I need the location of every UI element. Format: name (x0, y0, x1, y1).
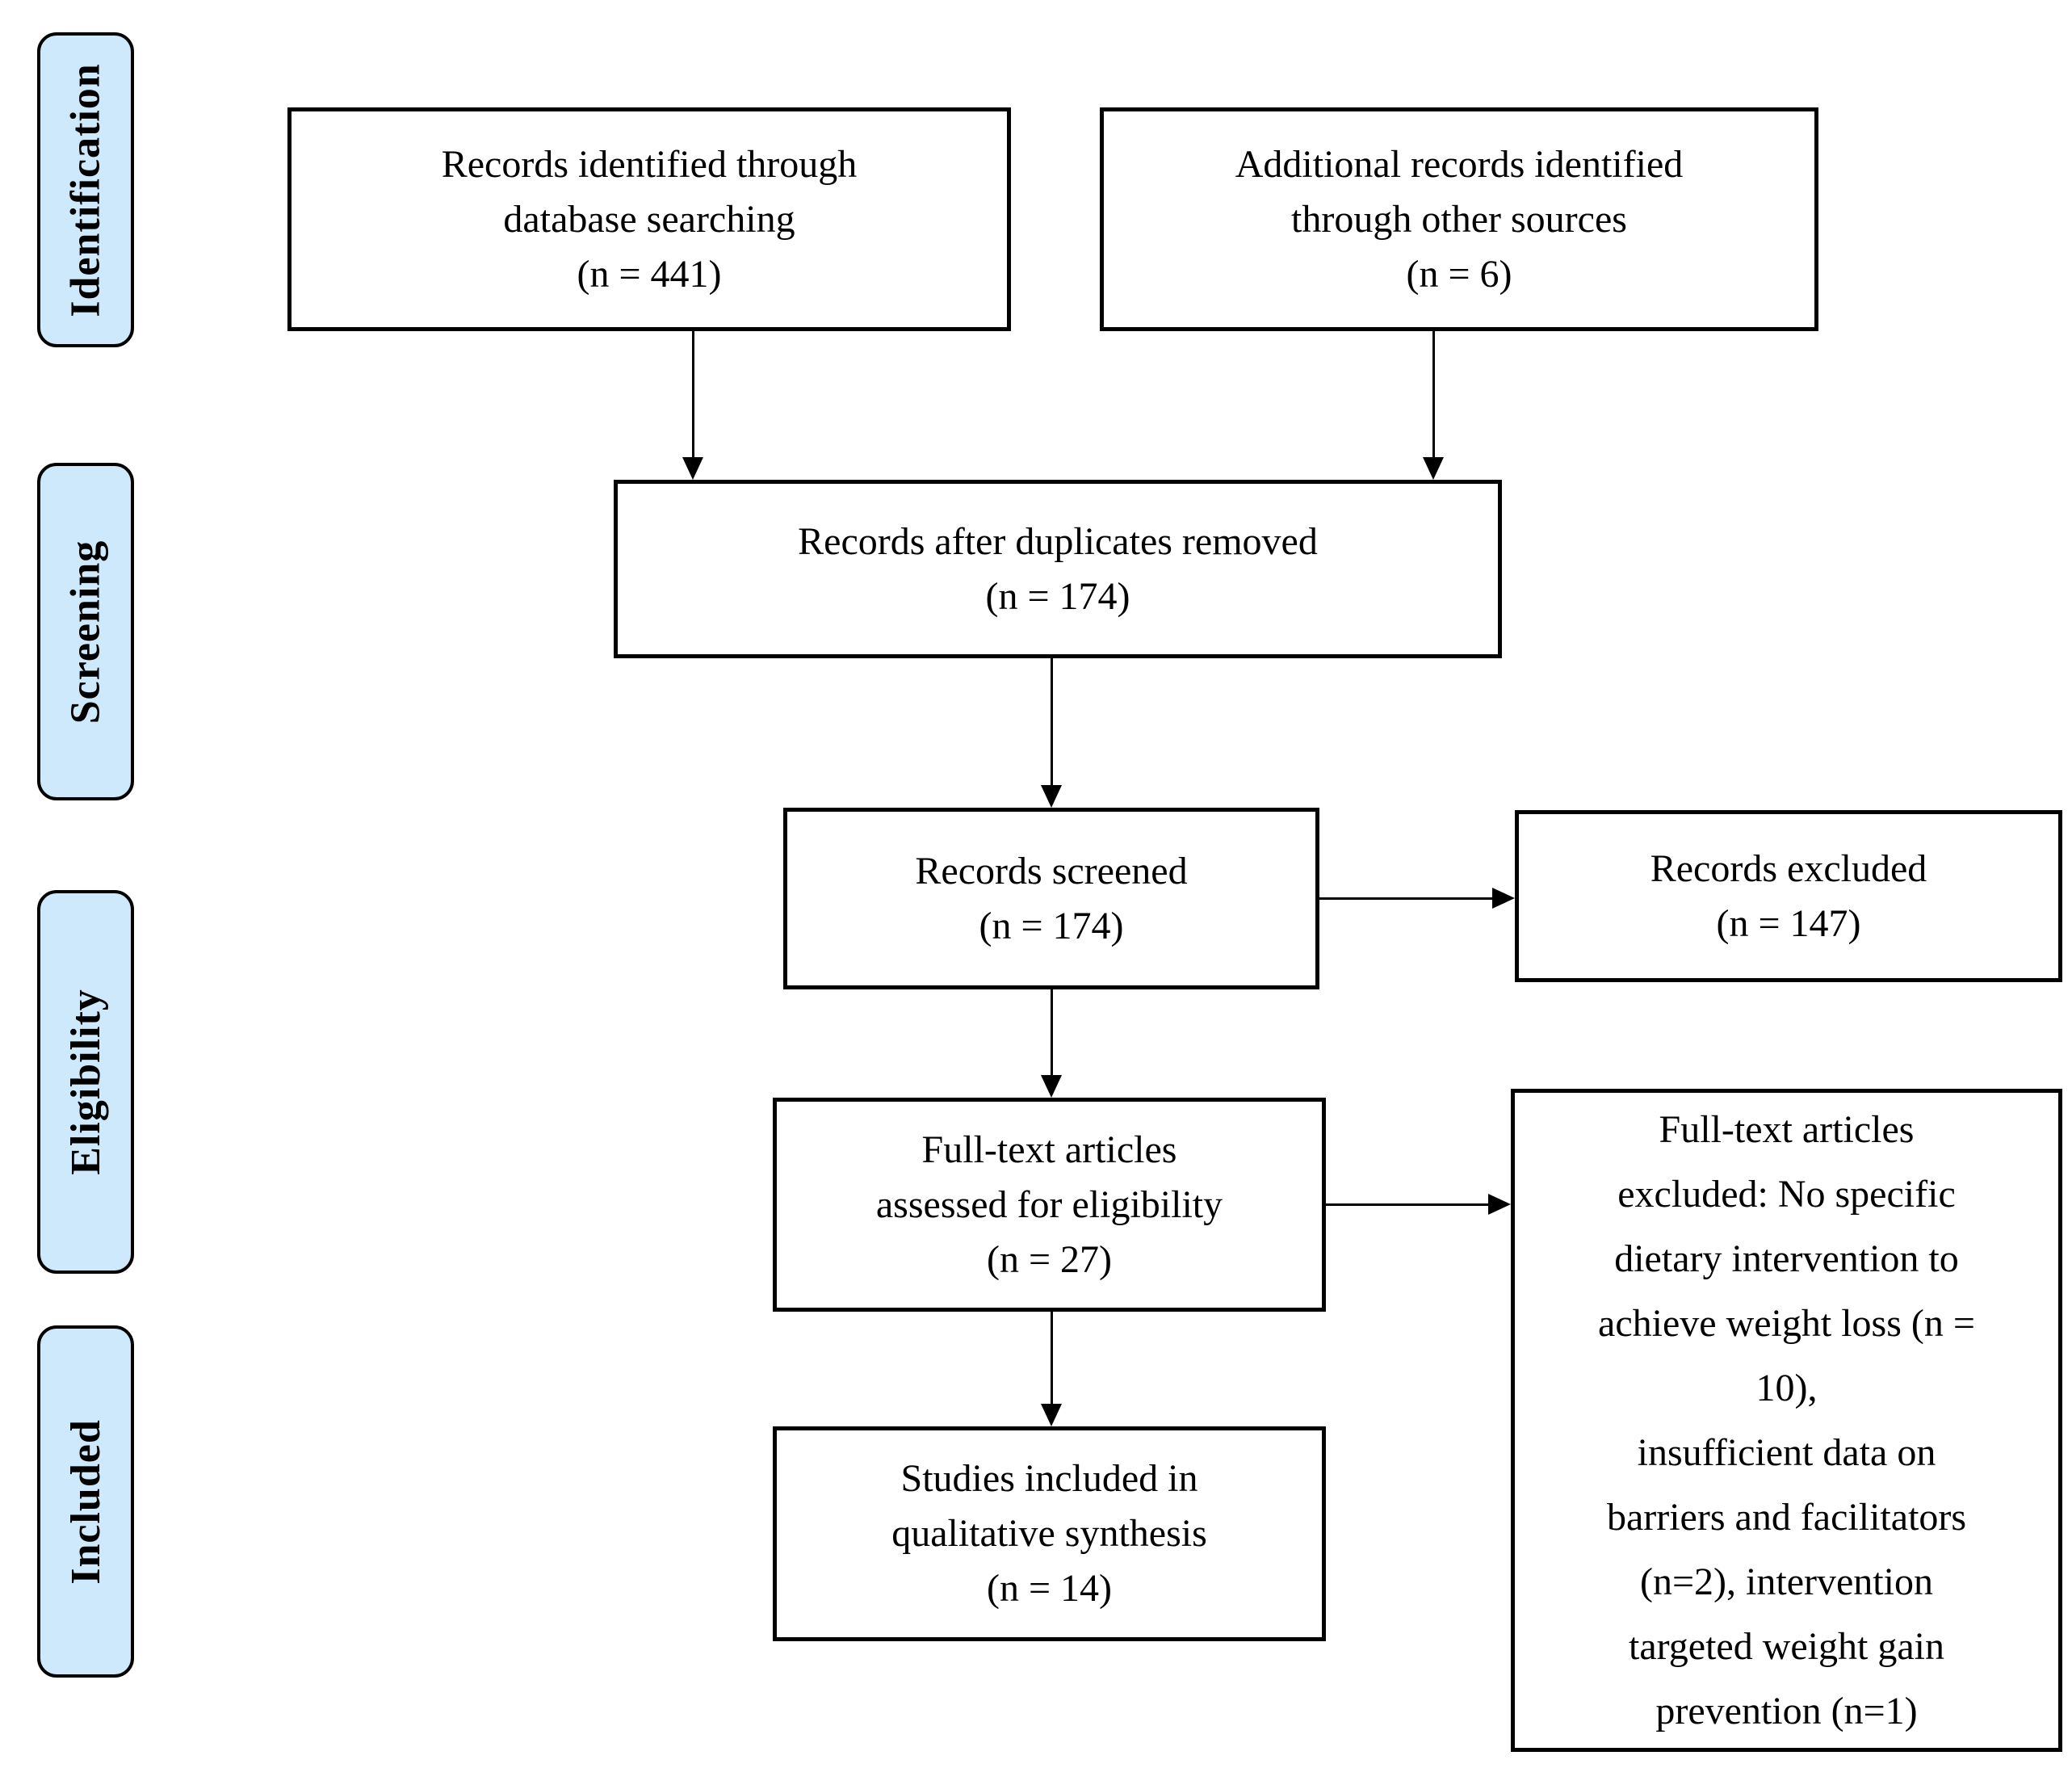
stage-label-text: Eligibility (62, 989, 109, 1175)
box-text-line: (n = 14) (986, 1567, 1113, 1610)
box-text-line: Records excluded (1650, 846, 1927, 890)
box-fulltext-assessed: Full-text articles assessed for eligibil… (773, 1098, 1326, 1312)
box-text-line: barriers and facilitators (1606, 1495, 1967, 1539)
stage-label-text: Identification (62, 62, 109, 317)
stage-label-included: Included (37, 1325, 134, 1678)
box-text-line: targeted weight gain (1629, 1624, 1944, 1668)
stage-label-eligibility: Eligibility (37, 890, 134, 1274)
box-text-line: (n = 174) (985, 574, 1130, 618)
box-studies-included: Studies included in qualitative synthesi… (773, 1426, 1326, 1641)
box-records-excluded: Records excluded (n = 147) (1515, 810, 2062, 982)
stage-label-identification: Identification (37, 32, 134, 347)
box-fulltext-excluded: Full-text articles excluded: No specific… (1511, 1089, 2062, 1752)
box-text-line: (n = 27) (986, 1237, 1113, 1281)
box-text-line: (n = 441) (577, 252, 722, 296)
box-text-line: qualitative synthesis (891, 1512, 1207, 1555)
box-text-line: through other sources (1291, 197, 1627, 241)
arrow-shaft-fulltext-to-excluded (1326, 1203, 1491, 1206)
box-text-line: (n=2), intervention (1640, 1560, 1933, 1603)
box-text-line: achieve weight loss (n = (1598, 1301, 1975, 1345)
arrow-head-additional-to-deduplicated (1423, 457, 1444, 480)
arrow-head-deduplicated-to-screened (1041, 785, 1062, 808)
arrow-head-fulltext-to-included (1041, 1404, 1062, 1426)
box-text-line: Additional records identified (1235, 142, 1684, 186)
arrow-head-fulltext-to-excluded (1488, 1194, 1511, 1215)
arrow-head-identified-to-deduplicated (682, 457, 703, 480)
arrow-shaft-additional-to-deduplicated (1432, 331, 1435, 460)
box-additional-records: Additional records identified through ot… (1100, 107, 1818, 331)
stage-label-screening: Screening (37, 463, 134, 800)
box-text-line: Records identified through (441, 142, 858, 186)
box-records-after-duplicates: Records after duplicates removed (n = 17… (614, 480, 1502, 658)
box-text-line: Full-text articles (1659, 1107, 1915, 1151)
box-text-line: (n = 6) (1406, 252, 1512, 296)
box-text-line: excluded: No specific (1617, 1172, 1956, 1216)
arrow-shaft-fulltext-to-included (1051, 1312, 1053, 1407)
arrow-head-screened-to-fulltext (1041, 1075, 1062, 1098)
box-text-line: database searching (503, 197, 795, 241)
box-text-line: (n = 147) (1716, 901, 1861, 945)
box-text-line: 10), (1755, 1366, 1818, 1409)
box-text-line: prevention (n=1) (1655, 1689, 1918, 1732)
arrow-shaft-screened-to-fulltext (1051, 989, 1053, 1078)
box-text-line: Full-text articles (921, 1128, 1177, 1171)
box-text-line: assessed for eligibility (875, 1182, 1223, 1226)
arrow-shaft-deduplicated-to-screened (1051, 658, 1053, 788)
arrow-shaft-identified-to-deduplicated (692, 331, 694, 460)
box-text-line: dietary intervention to (1614, 1237, 1959, 1280)
box-records-identified: Records identified through database sear… (287, 107, 1011, 331)
box-text-line: Records screened (915, 849, 1188, 892)
arrow-shaft-screened-to-excluded (1319, 897, 1495, 900)
box-text-line: insufficient data on (1637, 1430, 1936, 1474)
stage-label-text: Screening (62, 540, 109, 724)
box-text-line: (n = 174) (979, 904, 1124, 947)
box-text-line: Studies included in (900, 1457, 1198, 1500)
box-records-screened: Records screened (n = 174) (783, 808, 1319, 989)
stage-label-text: Included (62, 1418, 109, 1585)
arrow-head-screened-to-excluded (1492, 888, 1515, 909)
box-text-line: Records after duplicates removed (798, 519, 1318, 563)
